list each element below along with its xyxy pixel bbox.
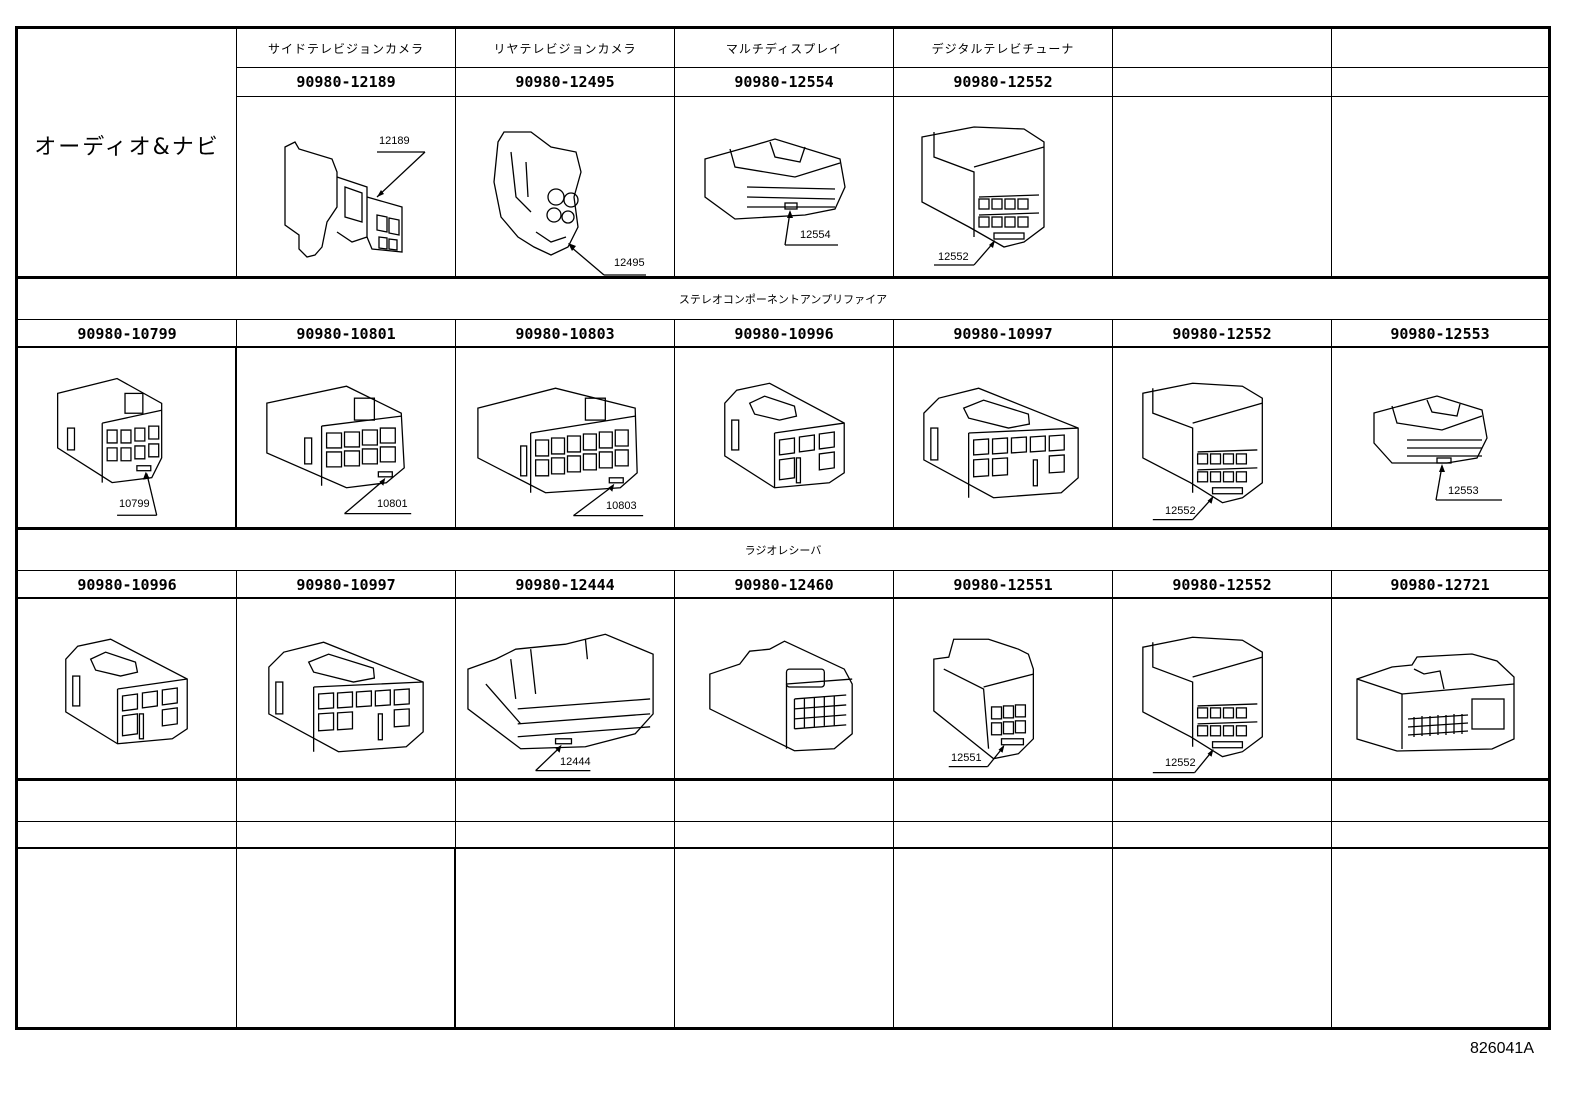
figure-code: 826041A	[1469, 1040, 1534, 1057]
empty-part-number-row	[18, 822, 1548, 848]
connector-image-cell: 12495	[456, 97, 674, 277]
part-number: 90980-12189	[296, 73, 396, 91]
connector-12552-icon	[1142, 636, 1263, 774]
connector-12553-icon	[1373, 395, 1502, 501]
connector-image-cell: 12552	[894, 97, 1112, 277]
connector-12495-icon	[493, 131, 646, 276]
stereo-amp-images: 10799 10801	[18, 348, 1548, 528]
connector-image-cell: 12551	[894, 599, 1113, 779]
column-side-tv-camera: サイドテレビジョンカメラ 90980-12189	[237, 29, 456, 277]
callout-label: 10803	[606, 500, 637, 512]
connector-image-cell	[18, 599, 237, 779]
connector-12552-icon	[921, 126, 1045, 266]
callout-label: 10801	[377, 498, 408, 510]
connector-12460-icon	[709, 640, 853, 752]
stereo-amp-section-header: ステレオコンポーネントアンプリファイア	[18, 279, 1548, 319]
connector-image-cell	[1332, 599, 1551, 779]
part-number: 90980-12721	[1390, 575, 1490, 594]
connector-table: オーディオ&ナビ サイドテレビジョンカメラ 90980-12189	[15, 26, 1551, 1030]
audio-nav-group: オーディオ&ナビ サイドテレビジョンカメラ 90980-12189	[18, 29, 1548, 277]
connector-image-cell: 10803	[456, 348, 675, 528]
connector-name: マルチディスプレイ	[725, 41, 843, 56]
connector-name: デジタルテレビチューナ	[931, 41, 1075, 56]
connector-image-cell: 12552	[1113, 599, 1332, 779]
connector-image-cell: 12552	[1113, 348, 1332, 528]
connector-10997-icon	[268, 641, 424, 753]
connector-image-cell: 12189	[237, 97, 455, 277]
part-number: 90980-10996	[734, 324, 834, 343]
connector-10996-icon	[724, 382, 845, 489]
empty-name-row	[18, 781, 1548, 821]
callout-label: 12552	[1165, 505, 1196, 517]
connector-image-cell	[675, 599, 894, 779]
connector-name: サイドテレビジョンカメラ	[267, 41, 424, 56]
group-label-cell: オーディオ&ナビ	[18, 29, 237, 277]
group-label: オーディオ&ナビ	[34, 135, 220, 160]
connector-image-cell	[675, 348, 894, 528]
connector-10799-icon	[56, 377, 163, 516]
connector-image-cell	[894, 348, 1113, 528]
connector-image-cell: 12553	[1332, 348, 1551, 528]
radio-receiver-section-header: ラジオレシーバ	[18, 530, 1548, 570]
connector-12721-icon	[1356, 653, 1515, 752]
callout-label: 12554	[800, 229, 831, 241]
part-number: 90980-12444	[515, 575, 615, 594]
connector-10803-icon	[477, 387, 644, 517]
callout-label: 12551	[951, 752, 982, 764]
part-number: 90980-12495	[515, 73, 615, 91]
connector-12444-icon	[467, 633, 654, 772]
connector-10996-icon	[65, 638, 188, 745]
part-number: 90980-12551	[953, 575, 1053, 594]
connector-image-cell: 12554	[675, 97, 893, 277]
part-number: 90980-12552	[1172, 575, 1272, 594]
callout-label: 12552	[1165, 757, 1196, 769]
part-number: 90980-10801	[296, 324, 396, 343]
section-title: ステレオコンポーネントアンプリファイア	[678, 293, 888, 306]
part-number: 90980-12553	[1390, 324, 1490, 343]
callout-label: 12444	[560, 756, 591, 768]
part-number: 90980-12554	[734, 73, 834, 91]
radio-receiver-part-numbers: 90980-10996 90980-10997 90980-12444 9098…	[18, 571, 1548, 598]
connector-12552-icon	[1142, 382, 1263, 521]
part-number: 90980-10997	[296, 575, 396, 594]
part-number: 90980-12552	[1172, 324, 1272, 343]
callout-label: 12495	[614, 257, 645, 269]
callout-label: 12552	[938, 251, 969, 263]
section-title: ラジオレシーバ	[744, 544, 822, 557]
callout-label: 12553	[1448, 485, 1479, 497]
stereo-amp-part-numbers: 90980-10799 90980-10801 90980-10803 9098…	[18, 320, 1548, 347]
connector-12554-icon	[704, 138, 846, 246]
part-number: 90980-10799	[77, 324, 177, 343]
connector-12189-icon	[284, 141, 426, 258]
callout-label: 12189	[379, 135, 410, 147]
part-number: 90980-10803	[515, 324, 615, 343]
column-rear-tv-camera: リヤテレビジョンカメラ 90980-12495	[456, 29, 675, 277]
part-number: 90980-10997	[953, 324, 1053, 343]
callout-label: 10799	[119, 498, 150, 510]
connector-10801-icon	[266, 385, 412, 515]
connector-10997-icon	[923, 387, 1079, 499]
column-multi-display: マルチディスプレイ 90980-12554	[675, 29, 894, 277]
connector-image-cell	[237, 599, 456, 779]
connector-name: リヤテレビジョンカメラ	[493, 41, 637, 56]
connector-image-cell: 10801	[237, 348, 456, 528]
connector-image-cell: 12444	[456, 599, 675, 779]
part-number: 90980-10996	[77, 575, 177, 594]
radio-receiver-images: 12444	[18, 599, 1548, 779]
column-empty-2	[1332, 29, 1548, 277]
part-number: 90980-12552	[953, 73, 1053, 91]
connector-image-cell: 10799	[18, 348, 237, 528]
column-empty-1	[1113, 29, 1332, 277]
column-digital-tv-tuner: デジタルテレビチューナ 90980-12552	[894, 29, 1113, 277]
part-number: 90980-12460	[734, 575, 834, 594]
empty-image-row	[18, 849, 1548, 1027]
connector-12551-icon	[933, 638, 1035, 768]
